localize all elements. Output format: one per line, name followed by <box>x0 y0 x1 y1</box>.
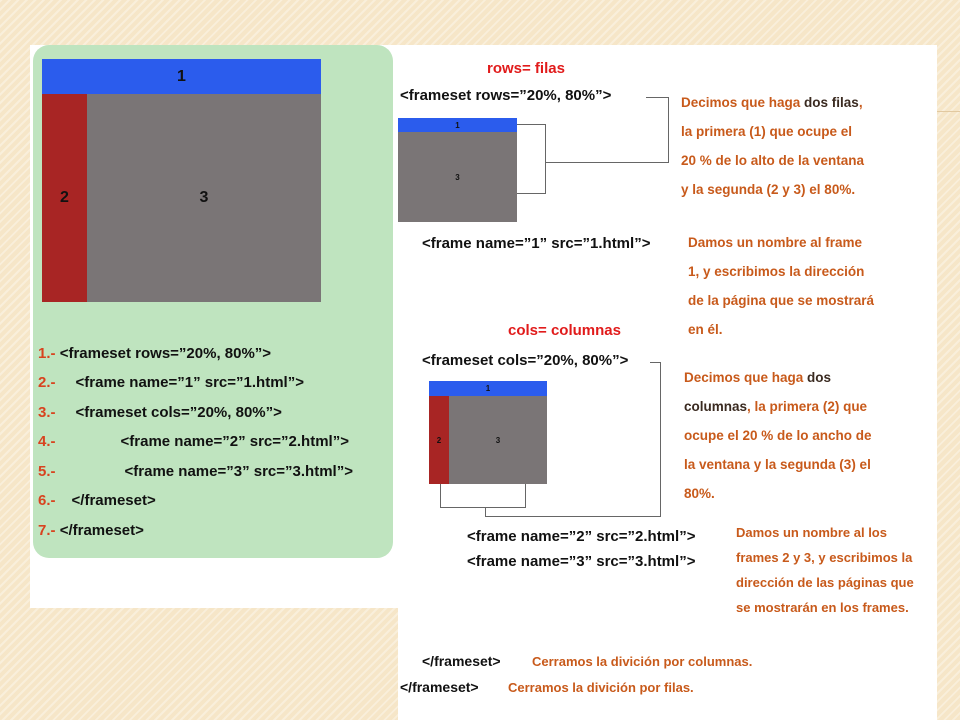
code-text: <frame name=”1” src=”1.html”> <box>75 374 304 391</box>
note-text: Decimos que haga <box>684 370 808 385</box>
connector-line <box>660 362 661 517</box>
note-line: Damos un nombre al frame <box>688 235 863 250</box>
close-cols-note: Cerramos la divición por columnas. <box>532 654 753 669</box>
rows-frame-explanation: Damos un nombre al frame 1, y escribimos… <box>688 228 874 344</box>
connector-line <box>440 507 526 508</box>
connector-line <box>545 124 546 194</box>
note-line: dirección de las páginas que <box>736 575 914 590</box>
cols-mini-frame-3-label: 3 <box>495 435 501 445</box>
cols-frames-explanation: Damos un nombre al los frames 2 y 3, y e… <box>736 520 914 620</box>
connector-line <box>517 193 545 194</box>
code-line-3: 3.- <frameset cols=”20%, 80%”> <box>38 404 282 421</box>
rows-frame-code: <frame name=”1” src=”1.html”> <box>422 235 651 252</box>
close-cols-code: </frameset> <box>422 653 501 669</box>
rows-mini-frame-1-label: 1 <box>455 120 460 130</box>
note-emphasis: columnas <box>684 399 748 414</box>
line-number: 7.- <box>38 522 56 539</box>
note-line: se mostrarán en los frames. <box>736 600 909 615</box>
note-line: la ventana y la segunda (3) el <box>684 457 871 472</box>
code-text: <frameset cols=”20%, 80%”> <box>75 404 282 421</box>
rows-frameset-code: <frameset rows=”20%, 80%”> <box>400 87 612 104</box>
note-line: Damos un nombre al los <box>736 525 887 540</box>
frame-3-label: 3 <box>199 189 209 206</box>
code-text: </frameset> <box>59 522 144 539</box>
note-line: Decimos que haga dos <box>684 363 872 392</box>
rows-mini-frame-3: 3 <box>398 132 517 222</box>
note-emphasis: dos filas <box>804 95 859 110</box>
note-text: , la primera (2) que <box>747 399 868 414</box>
note-line: frames 2 y 3, y escribimos la <box>736 550 913 565</box>
decorative-line <box>937 111 960 112</box>
code-line-6: 6.- </frameset> <box>38 492 156 509</box>
line-number: 1.- <box>38 345 56 362</box>
cols-mini-frame-1: 1 <box>429 381 547 396</box>
code-line-1: 1.- <frameset rows=”20%, 80%”> <box>38 345 271 362</box>
diagram-frame-3: 3 <box>87 94 321 302</box>
line-number: 6.- <box>38 492 56 509</box>
cols-mini-frame-3: 3 <box>449 396 547 484</box>
cols-title: cols= columnas <box>508 322 621 339</box>
code-text: </frameset> <box>71 492 156 509</box>
cols-mini-frame-2-label: 2 <box>436 435 442 445</box>
note-line: de la página que se mostrará <box>688 293 875 308</box>
connector-line <box>485 507 486 517</box>
frame-2-label: 2 <box>60 189 69 206</box>
code-text: <frameset rows=”20%, 80%”> <box>59 345 272 362</box>
code-text: <frame name=”2” src=”2.html”> <box>120 433 349 450</box>
close-rows-code: </frameset> <box>400 679 479 695</box>
line-number: 5.- <box>38 463 56 480</box>
close-rows-note: Cerramos la divición por filas. <box>508 680 694 695</box>
code-text: <frame name=”3” src=”3.html”> <box>124 463 353 480</box>
cols-mini-frame-1-label: 1 <box>485 384 491 393</box>
cols-mini-frame-2: 2 <box>429 396 449 484</box>
rows-mini-frame-1: 1 <box>398 118 517 132</box>
note-text: , <box>858 95 863 110</box>
cols-frameset-code: <frameset cols=”20%, 80%”> <box>422 352 629 369</box>
line-number: 4.- <box>38 433 56 450</box>
diagram-frame-2: 2 <box>42 94 87 302</box>
connector-line <box>440 484 441 508</box>
note-line: ocupe el 20 % de lo ancho de <box>684 428 872 443</box>
connector-line <box>517 124 545 125</box>
note-line: en él. <box>688 322 723 337</box>
connector-line <box>485 516 660 517</box>
note-emphasis: dos <box>807 370 832 385</box>
note-line: 80%. <box>684 486 715 501</box>
connector-line <box>545 162 668 163</box>
code-line-7: 7.- </frameset> <box>38 522 144 539</box>
slide-content-panel-lower <box>398 600 937 720</box>
rows-mini-frame-3-label: 3 <box>455 172 460 182</box>
note-line: 1, y escribimos la dirección <box>688 264 865 279</box>
note-line: columnas, la primera (2) que <box>684 392 872 421</box>
code-line-2: 2.- <frame name=”1” src=”1.html”> <box>38 374 304 391</box>
frame-1-label: 1 <box>177 67 186 85</box>
line-number: 2.- <box>38 374 56 391</box>
diagram-frame-1: 1 <box>42 59 321 94</box>
note-line: y la segunda (2 y 3) el 80%. <box>681 182 856 197</box>
note-line: la primera (1) que ocupe el <box>681 124 853 139</box>
code-line-5: 5.- <frame name=”3” src=”3.html”> <box>38 463 353 480</box>
note-line: 20 % de lo alto de la ventana <box>681 153 865 168</box>
rows-explanation: Decimos que haga dos filas, la primera (… <box>681 88 864 204</box>
cols-frame-code-3: <frame name=”3” src=”3.html”> <box>467 553 696 570</box>
connector-line <box>525 484 526 508</box>
cols-frame-code-2: <frame name=”2” src=”2.html”> <box>467 528 696 545</box>
line-number: 3.- <box>38 404 56 421</box>
note-text: Decimos que haga <box>681 95 805 110</box>
note-line: Decimos que haga dos filas, <box>681 88 864 117</box>
connector-line <box>668 97 669 163</box>
connector-line <box>650 362 661 363</box>
connector-line <box>646 97 669 98</box>
rows-title: rows= filas <box>487 60 565 77</box>
cols-explanation: Decimos que haga dos columnas, la primer… <box>684 363 872 508</box>
code-line-4: 4.- <frame name=”2” src=”2.html”> <box>38 433 349 450</box>
